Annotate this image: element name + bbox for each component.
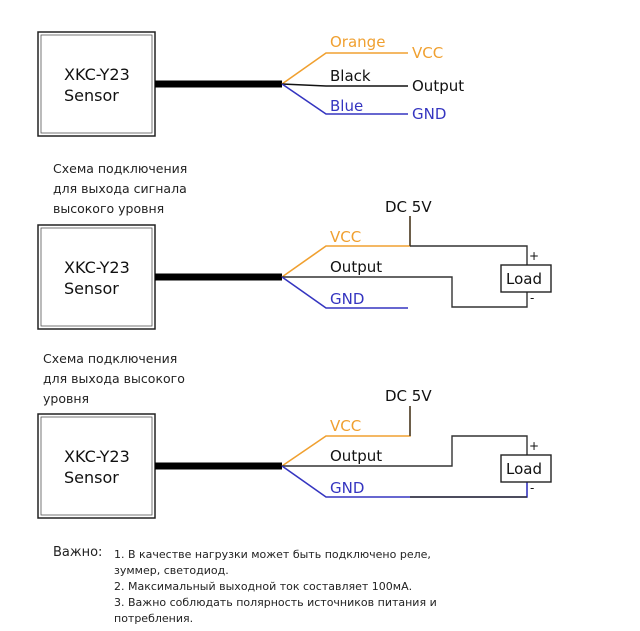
caption-line: уровня [43, 391, 90, 406]
output-wire-3 [282, 435, 528, 467]
gnd-label-1: GND [412, 105, 446, 123]
output-label-3: Output [330, 447, 382, 465]
note-line: зуммер, светодиод. [114, 564, 229, 577]
orange-wire-label: Orange [330, 33, 385, 51]
blue-wire-1 [281, 83, 408, 115]
note-line: 1. В качестве нагрузки может быть подклю… [114, 548, 431, 561]
caption-line: для выхода сигнала [53, 181, 187, 196]
sensor-label-1: Sensor [64, 86, 119, 105]
notes-title: Важно: [53, 545, 103, 560]
vcc-label-2: VCC [330, 228, 361, 246]
caption-line: Схема подключения [53, 161, 188, 176]
minus-label-2: - [530, 291, 534, 305]
gnd-wire-2 [281, 276, 408, 309]
gnd-wire-3 [281, 465, 528, 498]
dc-label-3: DC 5V [385, 387, 432, 405]
caption-diagram-3: Схема подключения для выхода высокого ур… [43, 349, 185, 409]
note-line: 3. Важно соблюдать полярность источников… [114, 596, 437, 609]
sensor-label-2: Sensor [64, 279, 119, 298]
sensor-box-2-inner [40, 227, 153, 327]
plus-label-3: + [529, 439, 539, 453]
load-box-2 [500, 264, 552, 293]
caption-line: для выхода высокого [43, 371, 185, 386]
output-wire-2 [282, 276, 528, 308]
sensor-label-3: Sensor [64, 468, 119, 487]
dc-label-2: DC 5V [385, 198, 432, 216]
caption-line: высокого уровня [53, 201, 165, 216]
sensor-box-3 [37, 413, 156, 519]
sensor-name-3: XKC-Y23 [64, 447, 130, 466]
diagram-3: XKC-Y23 Sensor VCC Output GND DC 5V Load… [37, 387, 552, 519]
output-label-1: Output [412, 77, 464, 95]
minus-label-3: - [530, 481, 534, 495]
caption-diagram-2: Схема подключения для выхода сигнала выс… [53, 159, 187, 219]
orange-wire-1 [281, 52, 408, 85]
caption-line: Схема подключения [43, 351, 178, 366]
load-label-3: Load [506, 460, 542, 478]
dc-plus-wire-2 [410, 245, 528, 265]
sensor-box-2 [37, 224, 156, 330]
black-wire-label: Black [330, 67, 371, 85]
vcc-label-1: VCC [412, 44, 443, 62]
output-label-2: Output [330, 258, 382, 276]
load-box-3 [500, 454, 552, 483]
sensor-box-1 [37, 31, 156, 137]
vcc-label-3: VCC [330, 417, 361, 435]
sensor-box-3-inner [40, 416, 153, 516]
notes-list: 1. В качестве нагрузки может быть подклю… [114, 547, 444, 627]
blue-wire-label: Blue [330, 97, 363, 115]
plus-label-2: + [529, 249, 539, 263]
note-line: потребления. [114, 612, 194, 625]
load-label-2: Load [506, 270, 542, 288]
note-line: 2. Максимальный выходной ток составляет … [114, 580, 413, 593]
gnd-label-2: GND [330, 290, 364, 308]
diagram-2: XKC-Y23 Sensor VCC Output GND DC 5V Load… [37, 198, 552, 330]
sensor-name-2: XKC-Y23 [64, 258, 130, 277]
sensor-name-1: XKC-Y23 [64, 65, 130, 84]
black-wire-1 [281, 83, 408, 87]
gnd-label-3: GND [330, 479, 364, 497]
diagram-1: XKC-Y23 Sensor Orange Black Blue VCC Out… [37, 31, 464, 137]
sensor-box-1-inner [40, 34, 153, 134]
